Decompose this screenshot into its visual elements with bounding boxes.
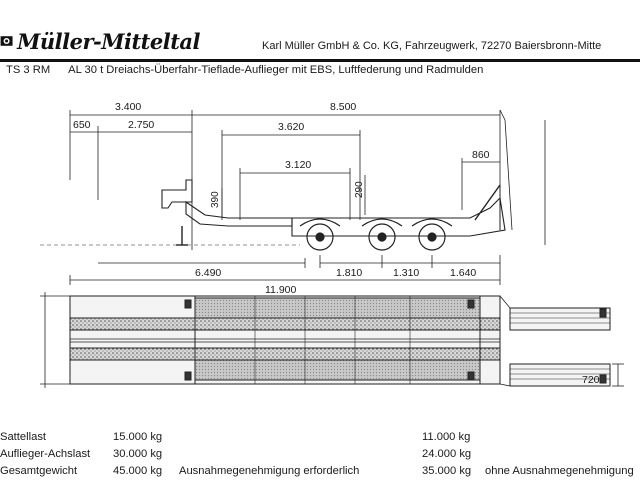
company-address: Karl Müller GmbH & Co. KG, Fahrzeugwerk,… <box>262 40 602 52</box>
dim-290: 290 <box>354 181 365 198</box>
dim-1810: 1.810 <box>336 267 362 279</box>
spec-note-b <box>485 445 634 462</box>
dim-3400: 3.400 <box>115 101 141 113</box>
spec-note-a <box>179 428 422 445</box>
dim-11900: 11.900 <box>265 284 296 296</box>
spec-value-a: 15.000 kg <box>113 430 163 443</box>
spec-value-b: 11.000 kg <box>422 430 471 443</box>
spec-value-b: 24.000 kg <box>422 447 472 460</box>
dim-860: 860 <box>472 149 490 161</box>
spec-note-a <box>179 445 422 462</box>
axle-wheels <box>299 218 453 251</box>
dim-2750: 2.750 <box>128 119 154 131</box>
spec-value-a: 30.000 kg <box>113 447 163 460</box>
spec-row-sattellast: Sattellast 15.000 kg 11.000 kg <box>0 428 634 445</box>
spec-note-a: Ausnahmegenehmigung erforderlich <box>179 464 360 477</box>
side-view <box>40 109 546 285</box>
dim-3120: 3.120 <box>285 159 311 171</box>
spec-row-achslast: Auflieger-Achslast 30.000 kg 24.000 kg <box>0 445 634 462</box>
spec-label: Sattellast <box>0 430 47 443</box>
specs-table: Sattellast 15.000 kg 11.000 kg Auflieger… <box>0 428 634 479</box>
header-rule <box>0 59 640 62</box>
spec-note-b <box>485 428 634 445</box>
brand-logo: Müller-Mitteltal <box>0 26 200 56</box>
spec-label: Auflieger-Achslast <box>0 447 91 460</box>
dim-650: 650 <box>73 119 91 131</box>
spec-note-b: ohne Ausnahmegenehmigung <box>485 464 634 477</box>
model-description: AL 30 t Dreiachs-Überfahr-Tieflade-Aufli… <box>68 64 484 76</box>
model-title: TS 3 RM AL 30 t Dreiachs-Überfahr-Tieflad… <box>6 64 483 76</box>
spec-value-a: 45.000 kg <box>113 464 163 477</box>
model-code: TS 3 RM <box>6 64 51 76</box>
dim-8500: 8.500 <box>330 101 356 113</box>
technical-drawing: 3.400 8.500 650 2.750 3.620 3.120 860 39… <box>40 101 624 388</box>
dim-390: 390 <box>210 191 221 208</box>
dim-720: 720 <box>582 374 600 386</box>
dim-1640: 1.640 <box>450 267 476 279</box>
spec-label: Gesamtgewicht <box>0 464 78 477</box>
brand-name: Müller-Mitteltal <box>17 28 200 54</box>
spec-row-gesamtgewicht: Gesamtgewicht 45.000 kg Ausnahmegenehmig… <box>0 462 634 479</box>
top-view <box>40 292 624 388</box>
company-logo-icon <box>0 36 13 46</box>
dim-1310: 1.310 <box>393 267 419 279</box>
spec-value-b: 35.000 kg <box>422 464 472 477</box>
dim-6490: 6.490 <box>195 267 221 279</box>
dim-3620: 3.620 <box>278 121 304 133</box>
